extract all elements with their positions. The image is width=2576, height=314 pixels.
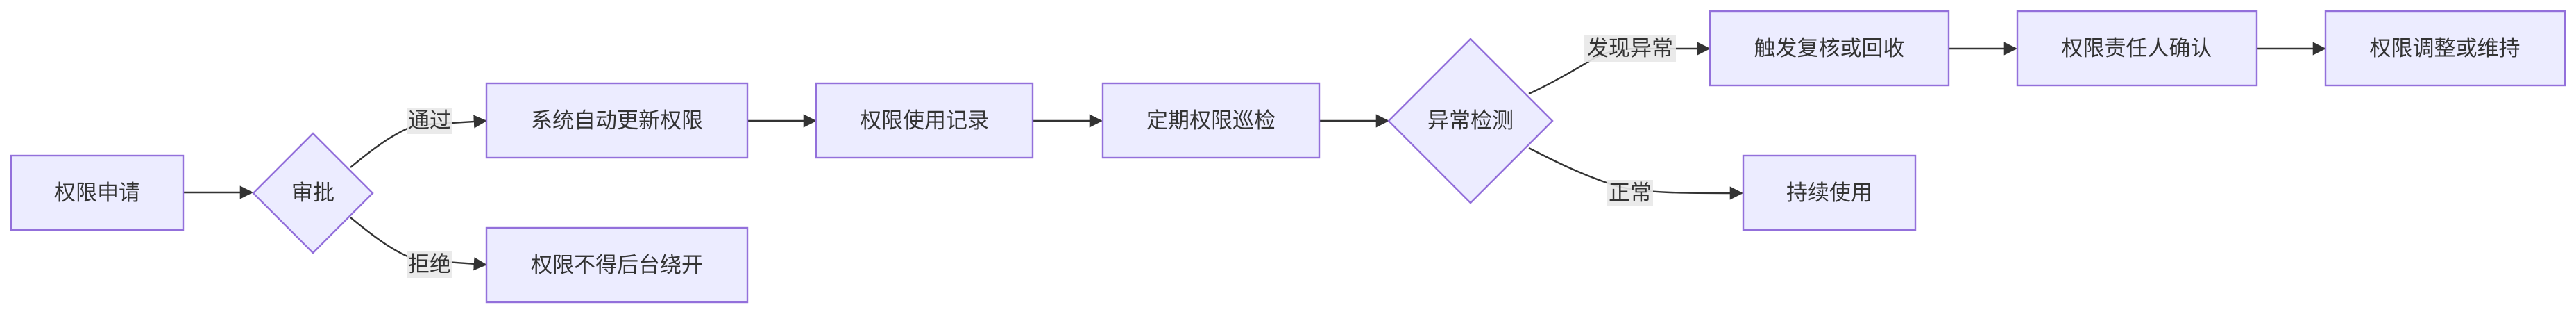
edge-label-normal-bg bbox=[1607, 180, 1653, 206]
node-apply[interactable]: 权限申请 bbox=[10, 154, 185, 231]
node-continue-use-box bbox=[1742, 154, 1917, 231]
edge-labels: 通过 拒绝 发现异常 正常 bbox=[407, 35, 1676, 278]
node-owner-confirm-label: 权限责任人确认 bbox=[2062, 36, 2212, 61]
node-adjust-keep-box bbox=[2324, 10, 2566, 87]
node-patrol-label: 定期权限巡检 bbox=[1146, 108, 1276, 133]
node-usage-log-box bbox=[815, 82, 1034, 159]
edge-label-pass: 通过 bbox=[408, 108, 451, 133]
node-auto-update-label: 系统自动更新权限 bbox=[531, 108, 703, 133]
node-apply-box bbox=[10, 154, 185, 231]
edge-label-reject: 拒绝 bbox=[408, 252, 451, 277]
node-anomaly-check-shape bbox=[1387, 38, 1554, 204]
edge-label-anomaly-found: 发现异常 bbox=[1587, 36, 1673, 61]
node-approve-label: 审批 bbox=[291, 181, 334, 206]
node-auto-update[interactable]: 系统自动更新权限 bbox=[485, 82, 749, 159]
node-apply-label: 权限申请 bbox=[54, 181, 140, 206]
node-anomaly-check[interactable]: 异常检测 bbox=[1387, 38, 1554, 204]
node-approve-shape bbox=[252, 132, 374, 254]
node-usage-log-label: 权限使用记录 bbox=[860, 108, 989, 133]
edge-label-anomaly-found-bg bbox=[1584, 35, 1676, 62]
node-no-bypass-box bbox=[485, 226, 749, 304]
node-owner-confirm[interactable]: 权限责任人确认 bbox=[2016, 10, 2258, 87]
node-adjust-keep[interactable]: 权限调整或维持 bbox=[2324, 10, 2566, 87]
node-patrol[interactable]: 定期权限巡检 bbox=[1101, 82, 1321, 159]
node-trigger-review-label: 触发复核或回收 bbox=[1754, 36, 1905, 61]
node-trigger-review[interactable]: 触发复核或回收 bbox=[1709, 10, 1950, 87]
node-continue-use[interactable]: 持续使用 bbox=[1742, 154, 1917, 231]
node-adjust-keep-label: 权限调整或维持 bbox=[2370, 36, 2520, 61]
edge-label-normal: 正常 bbox=[1609, 181, 1652, 206]
node-usage-log[interactable]: 权限使用记录 bbox=[815, 82, 1034, 159]
node-trigger-review-box bbox=[1709, 10, 1950, 87]
node-no-bypass-label: 权限不得后台绕开 bbox=[531, 253, 703, 278]
nodes: 权限申请 审批 系统自动更新权限 权限不得后台绕开 权限使用记录 定期权限巡检 bbox=[10, 10, 2566, 304]
node-patrol-box bbox=[1101, 82, 1321, 159]
node-approve[interactable]: 审批 bbox=[252, 132, 374, 254]
node-no-bypass[interactable]: 权限不得后台绕开 bbox=[485, 226, 749, 304]
node-owner-confirm-box bbox=[2016, 10, 2258, 87]
node-anomaly-check-label: 异常检测 bbox=[1427, 108, 1514, 133]
edge-label-reject-bg bbox=[407, 251, 452, 278]
node-auto-update-box bbox=[485, 82, 749, 159]
node-continue-use-label: 持续使用 bbox=[1786, 181, 1872, 206]
edge-label-pass-bg bbox=[407, 108, 452, 134]
